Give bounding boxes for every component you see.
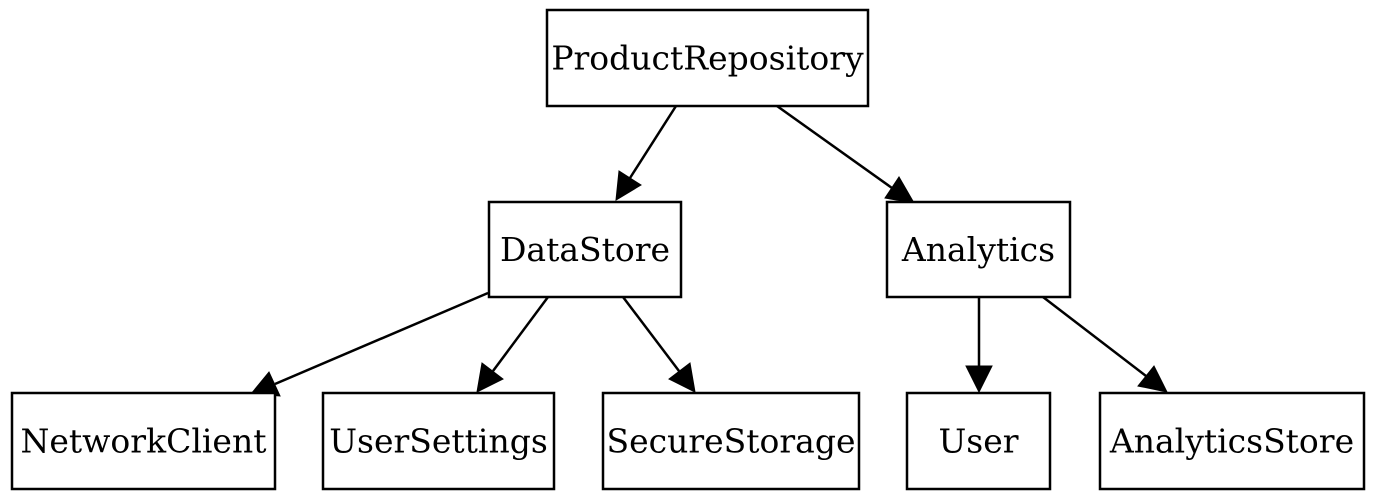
edge-analytics-analyticsstore [1042, 296, 1168, 393]
edge-productrepository-analytics [776, 104, 915, 204]
arrowhead-icon [965, 365, 993, 394]
arrowhead-icon [884, 176, 915, 204]
arrowhead-icon [615, 170, 642, 201]
node-securestorage[interactable]: SecureStorage [601, 391, 861, 491]
edges [250, 104, 1168, 397]
node-label: UserSettings [329, 422, 548, 461]
node-label: AnalyticsStore [1109, 422, 1354, 461]
node-user[interactable]: User [905, 391, 1052, 491]
arrowhead-icon [1137, 365, 1168, 393]
node-analyticsstore[interactable]: AnalyticsStore [1098, 391, 1366, 491]
arrowhead-icon [668, 362, 696, 393]
node-label: NetworkClient [21, 422, 267, 461]
node-label: User [938, 422, 1018, 461]
edge-analytics-user [965, 297, 993, 394]
node-label: Analytics [901, 230, 1055, 269]
edge-datastore-usersettings [476, 296, 550, 393]
node-productrepository[interactable]: ProductRepository [545, 8, 870, 108]
edge-productrepository-datastore [615, 105, 678, 201]
node-datastore[interactable]: DataStore [487, 200, 683, 299]
arrowhead-icon [476, 362, 504, 393]
node-networkclient[interactable]: NetworkClient [10, 391, 277, 491]
node-usersettings[interactable]: UserSettings [321, 391, 556, 491]
node-label: DataStore [500, 230, 670, 269]
node-label: SecureStorage [606, 422, 855, 461]
node-analytics[interactable]: Analytics [885, 200, 1072, 299]
node-label: ProductRepository [551, 39, 864, 78]
edge-datastore-networkclient [250, 291, 489, 397]
edge-datastore-securestorage [622, 296, 696, 393]
